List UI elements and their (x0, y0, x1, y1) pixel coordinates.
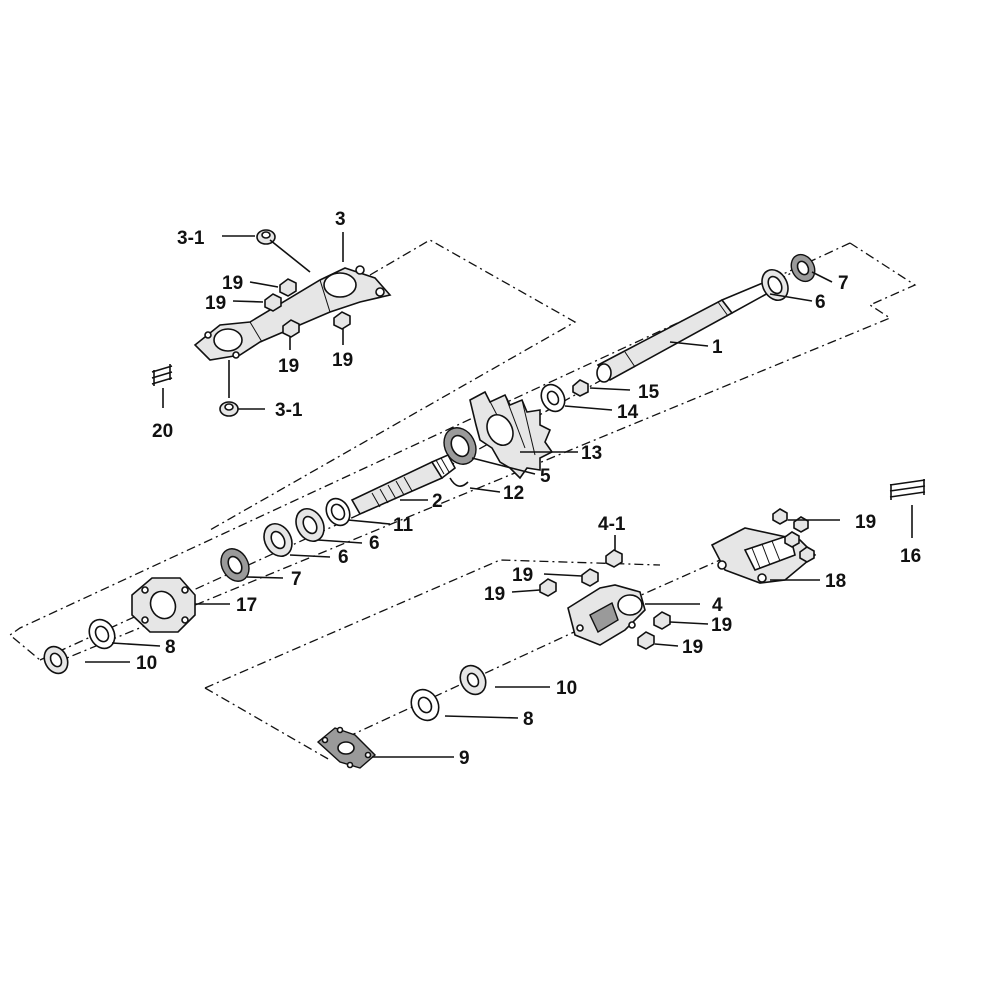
washer-part-8-right (410, 688, 440, 722)
splined-shaft-part-2 (350, 453, 457, 516)
bearing-part-6-top (761, 268, 789, 302)
callout-3: 3 (335, 209, 346, 230)
callout-11: 11 (393, 515, 414, 536)
callout-19-housing-a: 19 (512, 565, 533, 586)
cap-part-3-1-bottom (219, 401, 239, 417)
callout-9: 9 (459, 748, 470, 769)
circlip-part-12 (449, 477, 469, 487)
bolt-part-19-housing-b (539, 578, 557, 597)
cap-part-4-1 (605, 549, 623, 568)
assembly-outline-main-shaft (8, 242, 917, 666)
callout-6-top: 6 (815, 292, 826, 313)
washer-part-8-left (88, 618, 116, 650)
gear-part-13 (469, 390, 554, 480)
assembly-outline-upper-joint (209, 239, 577, 531)
axis-line-lower-housing (329, 619, 601, 746)
leader-lines (85, 232, 913, 758)
callout-19-housing-c: 19 (711, 615, 732, 636)
bolt-part-19-housing-a (581, 568, 599, 587)
universal-joint-part-3 (193, 265, 392, 361)
bolt-part-19-cover-d (799, 546, 815, 563)
callout-6-middle: 6 (369, 533, 380, 554)
callout-17: 17 (236, 595, 257, 616)
callout-13: 13 (581, 443, 602, 464)
callout-16: 16 (900, 546, 921, 567)
assembly-outline-lower-housing (204, 559, 661, 761)
callout-20: 20 (152, 421, 173, 442)
callout-18: 18 (825, 571, 846, 592)
washer-part-14 (540, 383, 566, 413)
callout-5: 5 (540, 466, 551, 487)
bolt-part-19-housing-c (653, 611, 671, 630)
nut-part-15 (572, 379, 589, 397)
bolt-part-19-joint-d (333, 311, 351, 330)
spring-part-20 (151, 364, 173, 386)
callout-3-1-top: 3-1 (177, 228, 205, 249)
washer-part-10-left (43, 645, 69, 675)
callout-10-left: 10 (136, 653, 157, 674)
callout-19-cover: 19 (855, 512, 876, 533)
spacer-part-11 (325, 497, 351, 527)
callout-3-1-bottom: 3-1 (275, 400, 303, 421)
callout-19-joint-d: 19 (332, 350, 353, 371)
callout-10-right: 10 (556, 678, 577, 699)
bolt-part-19-joint-b (264, 293, 282, 312)
bolt-part-19-joint-c (282, 319, 300, 338)
callout-14: 14 (617, 402, 639, 423)
flange-part-9 (316, 726, 377, 769)
washer-part-10-right (459, 664, 487, 696)
bearing-part-5 (443, 427, 477, 465)
callout-15: 15 (638, 382, 660, 403)
callout-19-housing-d: 19 (682, 637, 703, 658)
callout-19-joint-c: 19 (278, 356, 299, 377)
callout-8-right: 8 (523, 709, 534, 730)
callout-2: 2 (432, 491, 443, 512)
bolt-part-19-cover-a (772, 508, 788, 525)
callout-6-lower: 6 (338, 547, 349, 568)
callout-8-left: 8 (165, 637, 176, 658)
callout-1: 1 (712, 337, 723, 358)
bolt-part-19-joint-a (279, 278, 297, 297)
callout-7-top: 7 (838, 273, 849, 294)
bearing-part-6-lower (263, 522, 293, 558)
callout-12: 12 (503, 483, 524, 504)
spring-part-16 (889, 479, 926, 500)
callout-4-1: 4-1 (598, 514, 626, 535)
bolt-part-19-cover-c (784, 531, 800, 548)
callout-19-joint-b: 19 (205, 293, 226, 314)
seal-part-7-lower (220, 548, 250, 582)
axis-line-housing-cover (629, 559, 721, 601)
callout-4: 4 (712, 595, 723, 616)
callout-7-lower: 7 (291, 569, 302, 590)
bearing-part-6-middle (295, 507, 325, 543)
shaft-part-1 (596, 280, 772, 383)
callout-19-housing-b: 19 (484, 584, 505, 605)
seal-part-7-top (790, 253, 816, 283)
housing-part-4 (567, 584, 646, 646)
flange-part-17 (131, 577, 196, 633)
callout-19-joint-a: 19 (222, 273, 243, 294)
cap-part-3-1-top (256, 229, 276, 245)
bolt-part-19-housing-d (637, 631, 655, 650)
